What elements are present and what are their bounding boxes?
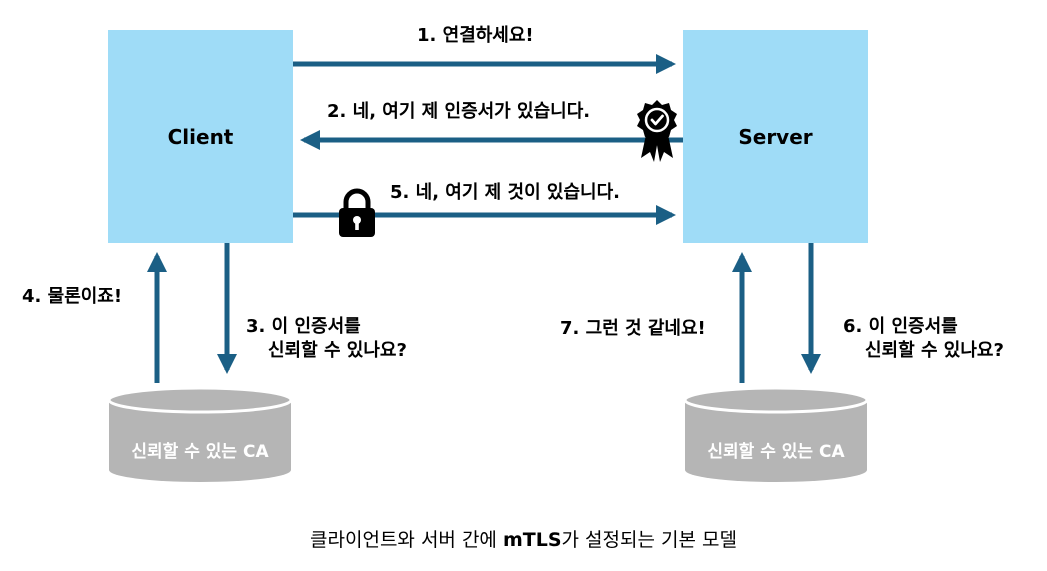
padlock-icon [339, 188, 375, 237]
database-icon-right [683, 386, 869, 482]
step-5-label: 5. 네, 여기 제 것이 있습니다. [390, 182, 620, 203]
step-7-label: 7. 그런 것 같네요! [560, 318, 706, 339]
certificate-badge-icon [637, 100, 677, 162]
database-icon-left [107, 386, 293, 482]
step-3-line-2: 신뢰할 수 있나요? [268, 340, 407, 362]
server-label: Server [738, 124, 813, 149]
figure-caption: 클라이언트와 서버 간에 mTLS가 설정되는 기본 모델 [0, 525, 1047, 552]
step-6-label: 6. 이 인증서를 신뢰할 수 있나요? [843, 315, 1004, 364]
step-1-label: 1. 연결하세요! [417, 25, 534, 46]
step-3-line-1: 3. 이 인증서를 [246, 316, 361, 337]
client-box: Client [108, 30, 293, 243]
step-2-label: 2. 네, 여기 제 인증서가 있습니다. [327, 101, 591, 122]
caption-bold: mTLS [502, 529, 562, 551]
caption-after: 가 설정되는 기본 모델 [561, 529, 737, 551]
step-6-line-2: 신뢰할 수 있나요? [865, 340, 1004, 362]
caption-before: 클라이언트와 서버 간에 [310, 529, 503, 551]
ca-left-label: 신뢰할 수 있는 CA [131, 442, 269, 462]
step-6-line-1: 6. 이 인증서를 [843, 316, 958, 337]
step-3-label: 3. 이 인증서를 신뢰할 수 있나요? [246, 315, 407, 364]
client-label: Client [167, 124, 234, 149]
ca-right-label: 신뢰할 수 있는 CA [707, 442, 845, 462]
step-4-label: 4. 물론이죠! [22, 286, 123, 307]
server-box: Server [683, 30, 868, 243]
